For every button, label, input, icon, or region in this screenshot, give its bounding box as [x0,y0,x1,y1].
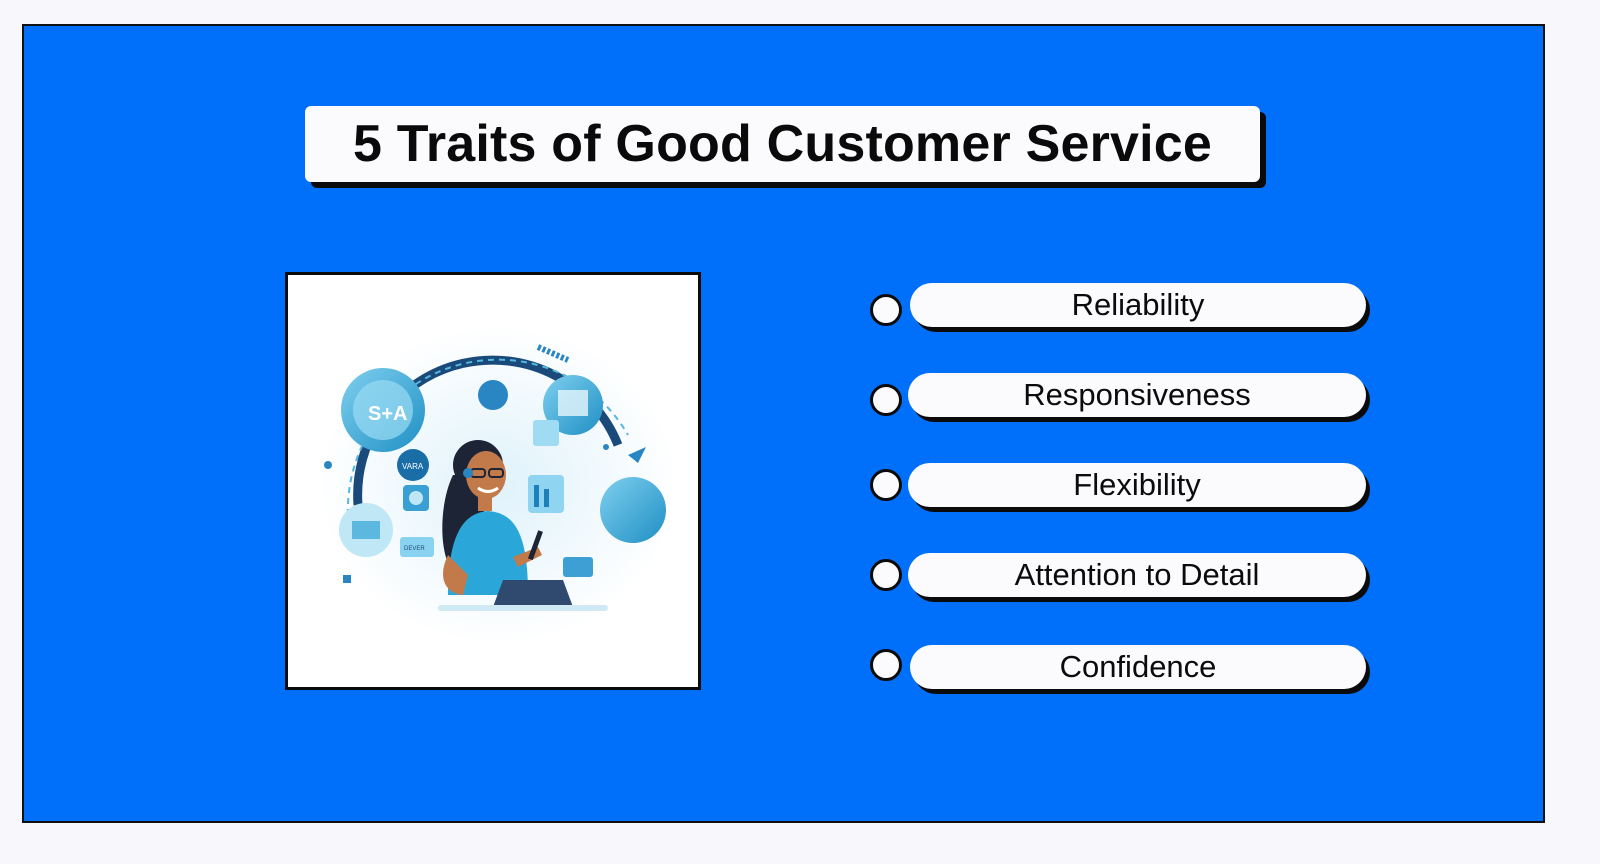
bullet-dot-icon [870,559,902,591]
trait-pill-reliability: Reliability [910,283,1366,327]
trait-pill-responsiveness: Responsiveness [908,373,1366,417]
trait-item: Attention to Detail [870,553,1380,605]
trait-pill-confidence: Confidence [910,645,1366,689]
bullet-dot-icon [870,649,902,681]
trait-pill-attention-to-detail: Attention to Detail [908,553,1366,597]
svg-text:VARA: VARA [402,462,424,471]
trait-item: Flexibility [870,463,1380,515]
title-banner: 5 Traits of Good Customer Service [305,106,1260,182]
svg-text:DEVER: DEVER [404,546,425,552]
trait-item: Confidence [870,645,1380,697]
bullet-dot-icon [870,469,902,501]
agent-illustration-icon: S+A VARA DEVER [318,325,678,645]
svg-text:S+A: S+A [368,403,407,425]
page-title: 5 Traits of Good Customer Service [352,115,1213,173]
bullet-dot-icon [870,384,902,416]
bullet-dot-icon [870,294,902,326]
trait-pill-flexibility: Flexibility [908,463,1366,507]
trait-item: Reliability [870,283,1380,335]
customer-service-illustration: S+A VARA DEVER [285,272,701,690]
trait-item: Responsiveness [870,373,1380,425]
